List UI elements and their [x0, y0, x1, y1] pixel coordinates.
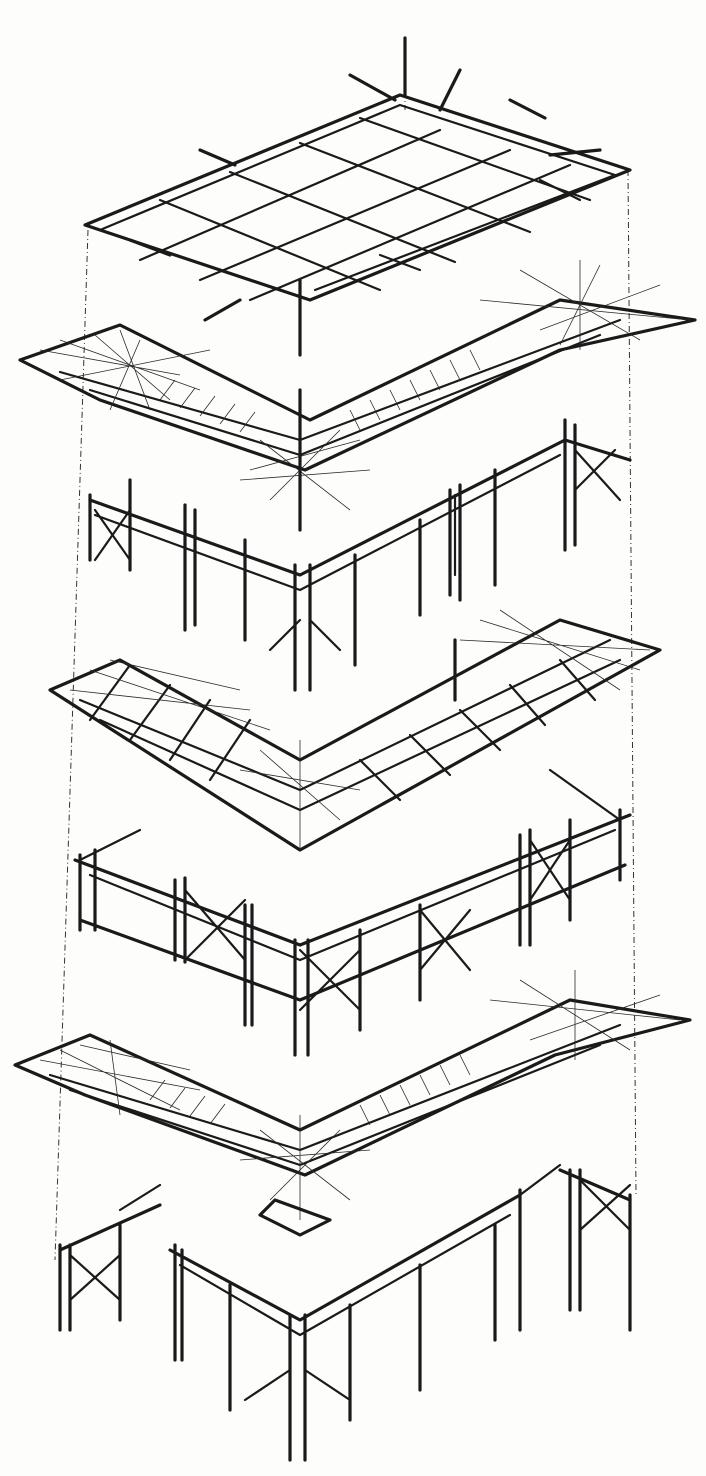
layer-middle-floor-grid: [48, 609, 662, 852]
alignment-guides: [54, 40, 637, 1261]
layer-base-column-frame: [58, 1163, 632, 1462]
guide-left: [54, 229, 89, 1261]
layer-upper-column-frame: [88, 418, 632, 692]
guide-right: [627, 169, 637, 1196]
layer-roof-rafter-grid: [83, 36, 632, 357]
layer-lower-bracket-ring: [13, 970, 692, 1237]
layer-upper-bracket-ring: [18, 260, 697, 532]
layer-middle-column-frame: [73, 768, 632, 1057]
